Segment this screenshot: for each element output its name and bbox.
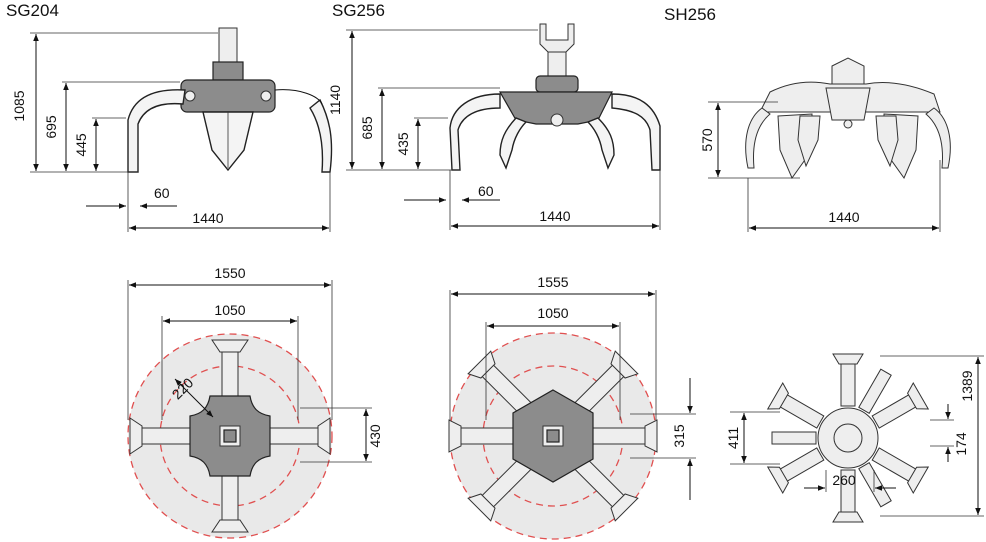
sg256-side-view: [449, 23, 661, 171]
sg204-side-dimensions: [30, 32, 331, 232]
sg204-height-1085: 1085: [11, 90, 27, 121]
sg256-height-435: 435: [395, 132, 411, 156]
sg256-height-685: 685: [359, 116, 375, 140]
sg204-height-445: 445: [73, 133, 89, 157]
sh256-top-174: 174: [953, 432, 969, 456]
model-label-sg204: SG204: [6, 1, 59, 20]
sg256-top-view: [448, 332, 658, 540]
sg256-top-315: 315: [671, 424, 687, 448]
sg256-side-dimensions: [346, 29, 661, 230]
sg204-opening-1440: 1440: [192, 210, 223, 226]
sg256-tip-60: 60: [478, 183, 494, 199]
sg256-opening-1440: 1440: [539, 208, 570, 224]
sg204-top-1550: 1550: [214, 265, 245, 281]
sg204-top-view: [127, 333, 333, 539]
sg256-top-1555: 1555: [537, 274, 568, 290]
sh256-height-570: 570: [699, 128, 715, 152]
sg204-top-dimensions: [127, 280, 372, 463]
sg256-top-1050: 1050: [537, 305, 568, 321]
sh256-top-1389: 1389: [959, 370, 975, 401]
sh256-top-260: 260: [832, 472, 856, 488]
sg256-height-1140: 1140: [327, 85, 343, 115]
sh256-opening-1440: 1440: [828, 209, 859, 225]
sh256-top-dimensions: [730, 355, 984, 517]
sh256-side-dimensions: [708, 101, 941, 232]
sh256-top-view: [766, 353, 930, 523]
sh256-top-411: 411: [725, 427, 741, 450]
model-label-sh256: SH256: [664, 5, 716, 24]
sg204-top-430: 430: [367, 424, 383, 448]
sh256-side-view: [745, 57, 951, 180]
model-label-sg256: SG256: [332, 1, 385, 20]
sg204-tip-60: 60: [154, 185, 170, 201]
sg204-height-695: 695: [43, 115, 59, 139]
sg256-top-dimensions: [449, 290, 696, 500]
sg204-top-1050: 1050: [214, 302, 245, 318]
sg204-side-view: [127, 27, 333, 173]
